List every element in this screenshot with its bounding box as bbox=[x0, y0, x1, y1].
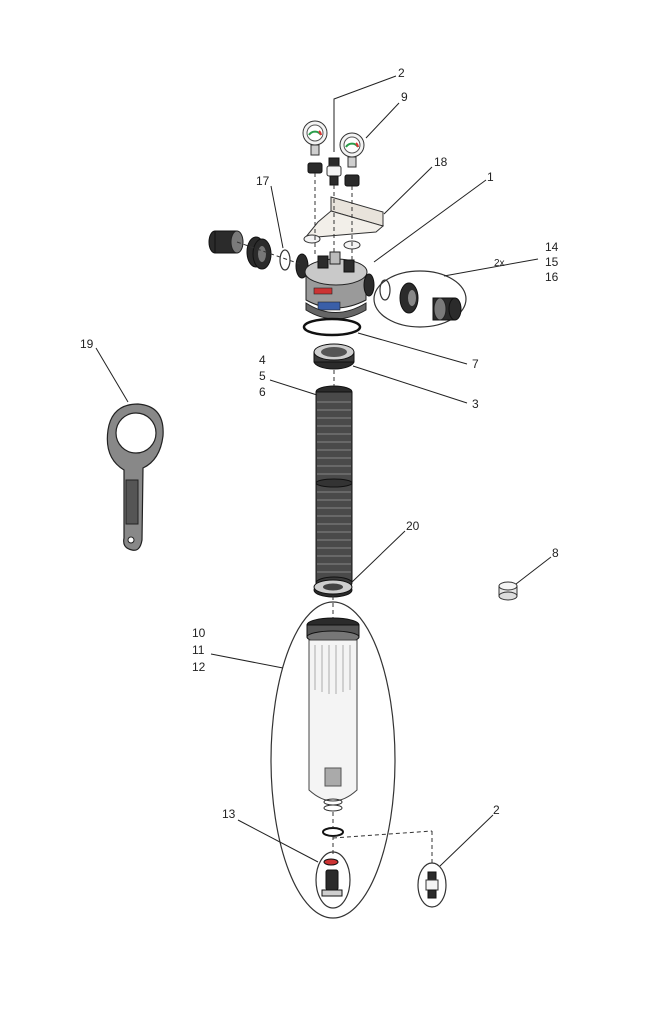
callout-5: 5 bbox=[259, 369, 266, 383]
callout-18: 18 bbox=[434, 155, 448, 169]
callout-7: 7 bbox=[472, 357, 479, 371]
callout-13: 13 bbox=[222, 807, 236, 821]
callout-3: 3 bbox=[472, 397, 479, 411]
retaining-nut bbox=[313, 343, 355, 370]
cartridge-bottom-cap bbox=[313, 579, 353, 598]
callout-16: 16 bbox=[545, 270, 559, 284]
callout-11: 11 bbox=[192, 643, 205, 657]
spare-cap bbox=[498, 581, 518, 601]
callout-8: 8 bbox=[552, 546, 559, 560]
o-ring-head bbox=[302, 317, 362, 337]
assembly-dashed-lines bbox=[236, 173, 433, 866]
pressure-gauge-left bbox=[302, 120, 328, 174]
callout-19: 19 bbox=[80, 337, 94, 351]
drain-valve bbox=[315, 851, 351, 909]
vent-plug-top bbox=[326, 157, 342, 186]
callout-12: 12 bbox=[192, 660, 206, 674]
filter-head bbox=[304, 251, 375, 320]
drain-o-ring bbox=[322, 827, 344, 837]
callout-1: 1 bbox=[487, 170, 494, 184]
callout-10: 10 bbox=[192, 626, 206, 640]
callout-4: 4 bbox=[259, 353, 266, 367]
callout-14: 14 bbox=[545, 240, 559, 254]
callout-6: 6 bbox=[259, 385, 266, 399]
callout-17: 17 bbox=[256, 174, 270, 188]
callout-15: 15 bbox=[545, 255, 559, 269]
outlet-connector-right bbox=[373, 270, 467, 328]
callout-9: 9 bbox=[401, 90, 408, 104]
leader-lines bbox=[95, 75, 552, 867]
filter-bowl bbox=[270, 601, 396, 919]
pressure-gauge-right bbox=[339, 132, 365, 187]
inlet-connector-left bbox=[208, 230, 309, 279]
callout-20: 20 bbox=[406, 519, 420, 533]
filter-cartridge bbox=[315, 385, 353, 590]
filter-wrench bbox=[106, 403, 164, 551]
callout-2-top: 2 bbox=[398, 66, 405, 80]
vent-plug-bottom bbox=[417, 862, 447, 908]
callout-2-bottom: 2 bbox=[493, 803, 500, 817]
mounting-bracket bbox=[303, 196, 385, 250]
callout-qty: 2x bbox=[494, 258, 505, 269]
callout-labels: 2 9 18 17 1 14 15 16 2x 19 4 5 6 7 3 20 … bbox=[80, 66, 559, 821]
